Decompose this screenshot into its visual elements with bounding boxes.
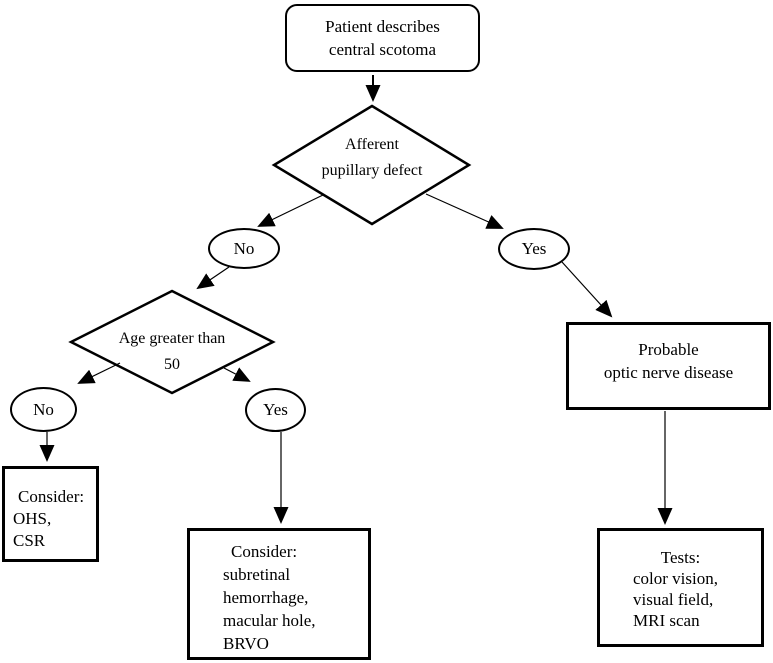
decision-age-shape xyxy=(68,289,276,395)
node-tests-line: MRI scan xyxy=(633,611,700,630)
node-start: Patient describes central scotoma xyxy=(285,4,480,72)
decision-age-label: Age greater than 50 xyxy=(70,326,274,378)
branch-yes-2: Yes xyxy=(245,388,306,432)
branch-no-2-label: No xyxy=(33,399,54,419)
decision-apd-label: Afferent pupillary defect xyxy=(272,132,472,184)
node-consider-subretinal: Consider: subretinal hemorrhage, macular… xyxy=(187,528,371,660)
branch-no-1: No xyxy=(208,228,280,269)
node-subretinal-line: macular hole, xyxy=(223,611,316,630)
node-tests-line: Tests: xyxy=(660,548,701,567)
node-probable-line: Probable xyxy=(638,340,699,359)
branch-yes-1: Yes xyxy=(498,228,570,270)
branch-yes-1-label: Yes xyxy=(521,239,547,258)
node-ohs-line: CSR xyxy=(13,531,46,550)
branch-yes-2-label: Yes xyxy=(263,400,288,419)
node-start-line: Patient describes xyxy=(325,17,440,36)
node-ohs-line: OHS, xyxy=(13,509,52,528)
decision-apd-line: Afferent xyxy=(345,136,399,153)
node-subretinal-line: subretinal xyxy=(223,565,291,584)
connector-apd-to-yes xyxy=(425,193,504,229)
connector-yes-to-probable xyxy=(561,261,613,318)
node-ohs-line: Consider: xyxy=(18,487,85,506)
node-probable-optic-nerve-disease: Probable optic nerve disease xyxy=(566,322,771,410)
node-probable-line: optic nerve disease xyxy=(603,363,734,382)
node-subretinal-line: BRVO xyxy=(223,634,269,653)
node-consider-ohs-csr: Consider: OHS, CSR xyxy=(2,466,99,562)
branch-no-1-label: No xyxy=(233,238,255,258)
decision-apd-line: pupillary defect xyxy=(321,162,423,179)
connector-age-to-no xyxy=(77,362,121,384)
branch-no-2: No xyxy=(10,387,77,432)
node-subretinal-line: hemorrhage, xyxy=(223,588,309,607)
node-subretinal-line: Consider: xyxy=(231,542,298,561)
node-tests: Tests: color vision, visual field, MRI s… xyxy=(597,528,764,647)
connector-apd-to-no xyxy=(257,194,324,227)
decision-apd-shape xyxy=(271,104,472,226)
decision-age-line: Age greater than xyxy=(118,330,226,347)
connector-age-to-yes xyxy=(223,367,251,382)
node-tests-line: color vision, xyxy=(633,569,718,588)
connector-no-to-age xyxy=(196,266,230,290)
decision-age-line: 50 xyxy=(164,356,180,373)
node-tests-line: visual field, xyxy=(633,590,714,609)
node-start-line: central scotoma xyxy=(328,40,437,59)
